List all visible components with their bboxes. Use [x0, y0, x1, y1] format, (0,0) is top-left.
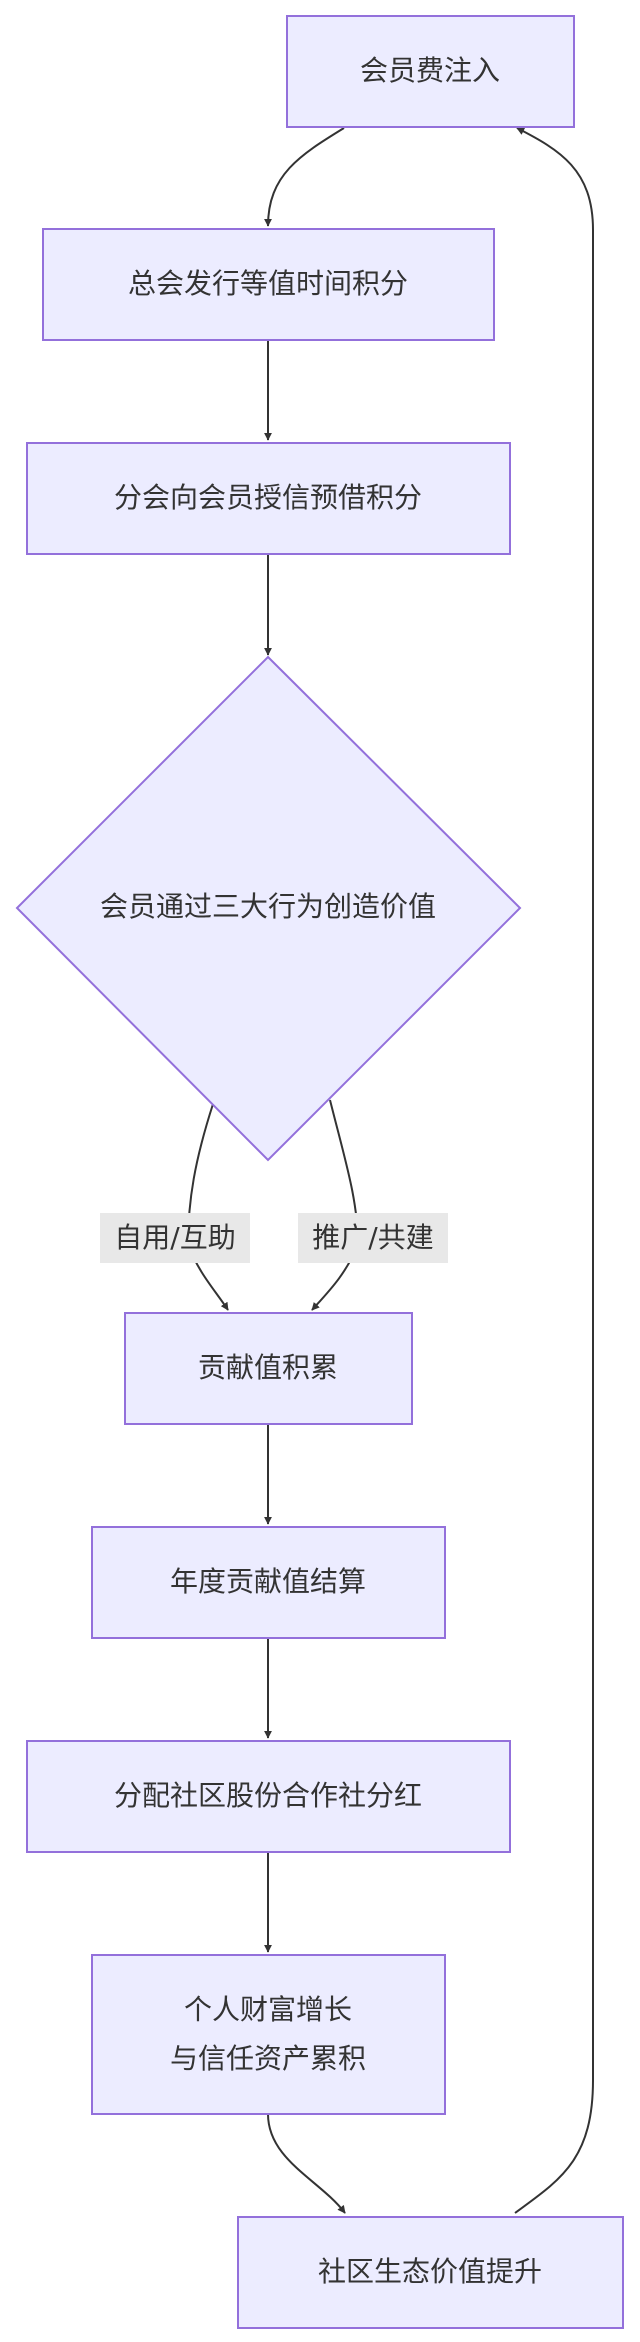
node-issue-points: 总会发行等值时间积分: [42, 228, 495, 341]
node-create-value-label: 会员通过三大行为创造价值: [100, 890, 436, 923]
node-credit-points-label: 分会向会员授信预借积分: [114, 481, 422, 514]
edge-value-to-contribution-self: [186, 1103, 229, 1311]
node-eco-upgrade-label: 社区生态价值提升: [318, 2255, 542, 2288]
edge-fee-to-issue: [264, 127, 345, 227]
node-fee-input: 会员费注入: [286, 15, 575, 128]
node-eco-upgrade: 社区生态价值提升: [237, 2216, 624, 2329]
node-credit-points: 分会向会员授信预借积分: [26, 442, 511, 555]
node-wealth-label-line2: 与信任资产累积: [170, 2042, 366, 2075]
node-wealth-label-line1: 个人财富增长: [184, 1993, 352, 2026]
edges: [186, 127, 594, 2214]
node-fee-input-label: 会员费注入: [360, 54, 500, 87]
node-dividend-label: 分配社区股份合作社分红: [114, 1779, 422, 1812]
node-issue-points-label: 总会发行等值时间积分: [128, 267, 408, 300]
edge-label-promote-text: 推广/共建: [312, 1221, 433, 1254]
edge-value-to-contribution-promote: [311, 1099, 360, 1311]
node-annual-settlement: 年度贡献值结算: [91, 1526, 446, 1639]
node-annual-settlement-label: 年度贡献值结算: [170, 1565, 366, 1598]
node-contribution-label: 贡献值积累: [198, 1351, 338, 1384]
node-contribution: 贡献值积累: [124, 1312, 413, 1425]
node-create-value: 会员通过三大行为创造价值: [15, 655, 522, 1162]
node-dividend: 分配社区股份合作社分红: [26, 1740, 511, 1853]
node-wealth: 个人财富增长 与信任资产累积: [91, 1954, 446, 2115]
edge-label-self-use: 自用/互助: [100, 1213, 250, 1263]
edge-eco-to-fee: [514, 127, 594, 2214]
edge-wealth-to-eco: [267, 2113, 346, 2214]
edge-label-self-use-text: 自用/互助: [114, 1221, 235, 1254]
edge-label-promote: 推广/共建: [298, 1213, 448, 1263]
